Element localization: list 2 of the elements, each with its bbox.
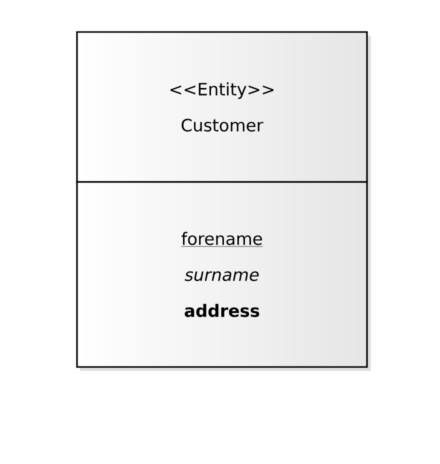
class-compartment: forename surname address (76, 181, 368, 368)
class-compartment: <<Entity>> Customer (76, 31, 368, 183)
